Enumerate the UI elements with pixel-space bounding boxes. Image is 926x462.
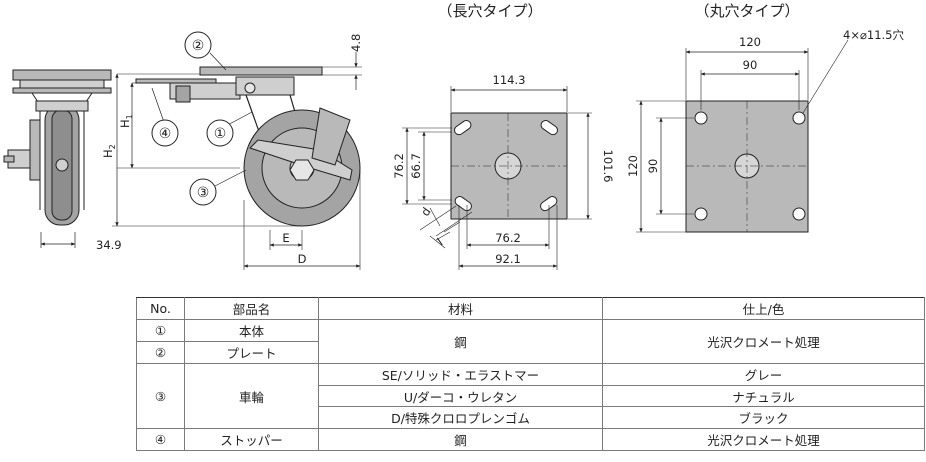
dim-76-2-horizontal: 76.2 — [495, 231, 521, 245]
long-hole-plate — [402, 86, 592, 270]
table-row: ② プレート — [136, 340, 925, 364]
dim-e: E — [282, 231, 289, 245]
row-no: ② — [136, 340, 185, 364]
round-hole-plate — [636, 39, 849, 233]
title-long-hole: （長穴タイプ） — [437, 2, 542, 20]
callout-4: ④ — [159, 126, 172, 142]
dim-h2: H2 — [101, 144, 117, 158]
table-row: ① 本体 鋼 光沢クロメート処理 — [136, 318, 925, 364]
table-row: U/ダーコ・ウレタン ナチュラル — [137, 384, 925, 408]
dim-120-width: 120 — [739, 35, 761, 49]
row-name: 本体 — [184, 318, 319, 342]
material-cell: 鋼 — [318, 428, 603, 452]
callout-1: ① — [214, 126, 227, 142]
dim-d: D — [298, 252, 307, 266]
row-no: ① — [136, 318, 185, 342]
table-row: ③ 車輪 SE/ソリッド・エラストマー グレー — [136, 362, 925, 430]
table-header-row: No. 部品名 材料 仕上/色 — [136, 297, 925, 320]
finish-cell: ナチュラル — [602, 384, 925, 408]
dim-66-7: 66.7 — [409, 153, 423, 179]
dim-h1: H1 — [118, 114, 134, 128]
finish-cell: グレー — [602, 362, 925, 386]
hole-note: 4×⌀11.5穴 — [843, 28, 904, 42]
header-finish: 仕上/色 — [602, 297, 925, 320]
header-part-name: 部品名 — [184, 297, 319, 320]
header-material: 材料 — [318, 297, 603, 320]
dim-76-2-vertical: 76.2 — [392, 153, 406, 179]
dim-90-height: 90 — [646, 159, 660, 174]
dim-4-8: 4.8 — [349, 34, 363, 52]
dim-34-9: 34.9 — [96, 238, 122, 252]
finish-cell: ブラック — [602, 406, 925, 430]
slot-length-l: l — [435, 235, 446, 248]
dim-90-width: 90 — [743, 58, 758, 72]
finish-cell: 光沢クロメート処理 — [602, 318, 925, 364]
header-no: No. — [136, 297, 185, 320]
row-no: ③ — [136, 362, 185, 430]
callout-3: ③ — [197, 185, 210, 201]
title-round-hole: （丸穴タイプ） — [694, 2, 799, 20]
dim-114-3: 114.3 — [493, 73, 526, 87]
callout-2: ② — [192, 38, 205, 54]
dim-120-height: 120 — [626, 155, 640, 177]
row-name: 車輪 — [184, 362, 319, 430]
technical-drawing: 34.9 — [3, 2, 904, 270]
dim-92-1: 92.1 — [495, 252, 521, 266]
material-cell: 鋼 — [318, 318, 603, 364]
row-name: プレート — [184, 340, 319, 364]
parts-table: No. 部品名 材料 仕上/色 ① 本体 鋼 光沢クロメート処理 ② プレート … — [136, 297, 925, 452]
dim-101-6: 101.6 — [601, 150, 615, 183]
table-row: D/特殊クロロプレンゴム ブラック — [137, 406, 925, 430]
side-view — [112, 31, 362, 270]
material-cell: SE/ソリッド・エラストマー — [318, 362, 603, 386]
finish-cell: 光沢クロメート処理 — [602, 428, 925, 452]
row-name: ストッパー — [184, 428, 319, 452]
table-row: ④ ストッパー 鋼 光沢クロメート処理 — [136, 428, 925, 452]
front-view — [3, 69, 112, 248]
material-cell: D/特殊クロロプレンゴム — [318, 406, 603, 430]
row-no: ④ — [136, 428, 185, 452]
slot-width-d: d — [418, 205, 434, 219]
material-cell: U/ダーコ・ウレタン — [318, 384, 603, 408]
